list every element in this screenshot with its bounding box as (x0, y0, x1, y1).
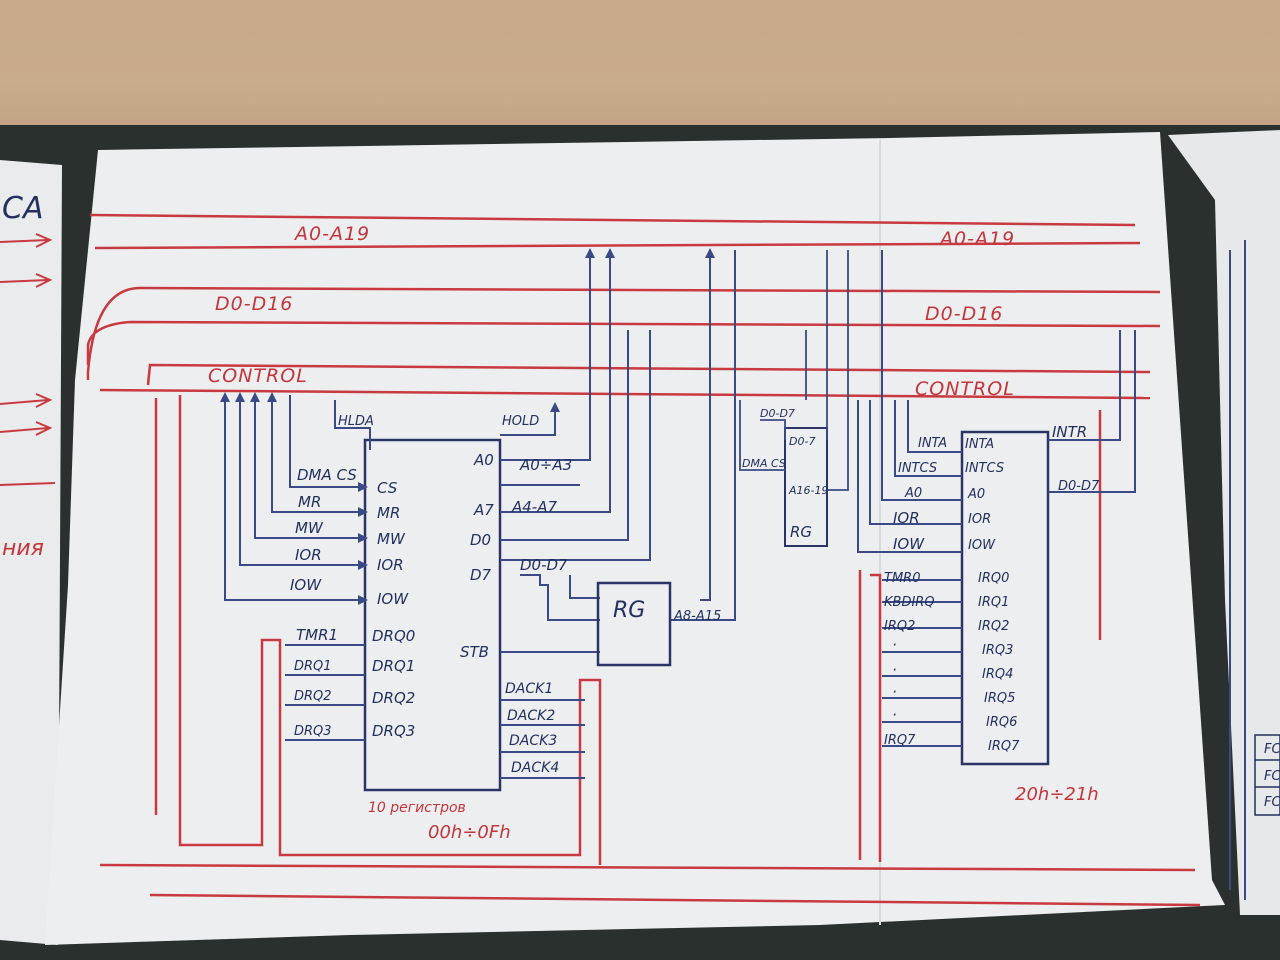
left-control-bus-label: CONTROL (208, 365, 308, 387)
drq3-pin-label: DRQ3 (372, 722, 415, 740)
tmr0-ext-label: TMR0 (884, 571, 920, 586)
irq6-pin-label: IRQ6 (986, 715, 1017, 730)
irq1-pin-label: IRQ1 (978, 595, 1009, 610)
a0-pin-label: A0 (473, 451, 494, 469)
main-paper-sheet (45, 132, 1225, 945)
right-address-bus-label: A0-A19 (938, 228, 1015, 250)
right-data-bus-label: D0-D16 (925, 303, 1003, 325)
rg-latch-output-label: A8-A15 (673, 609, 721, 624)
d0-d7-bus-label: D0-D7 (520, 556, 568, 574)
kbdirq-ext-label: KBDIRQ (884, 595, 935, 610)
irq3-pin-label: IRQ3 (982, 643, 1013, 658)
d7-pin-label: D7 (470, 566, 492, 584)
intr-label: INTR (1052, 423, 1087, 441)
rg-small-a-pin-label: A16-19 (788, 484, 829, 497)
rg-latch-body (596, 581, 672, 667)
rg-small-cs-label: DMA CS (742, 457, 786, 470)
rg-latch-label: RG (613, 598, 645, 623)
irq4-ext-label: · (892, 661, 897, 679)
drq0-pin-label: DRQ0 (372, 627, 415, 645)
iow-pic-ext-label: IOW (893, 535, 925, 553)
irq5-ext-label: · (892, 683, 897, 701)
rg-small-label: RG (790, 523, 812, 541)
ior-ext-label: IOR (295, 546, 322, 564)
drq2-ext-label: DRQ2 (294, 689, 332, 704)
dack3-label: DACK3 (509, 733, 557, 749)
ior-pin-label: IOR (377, 556, 404, 574)
right-edge-text-2: FC (1264, 769, 1280, 784)
dma-chip: HLDA HOLD DMA CS MR MW IOR IOW CS MR MW … (220, 248, 736, 843)
pic-chip: INTA INTCS A0 IOR IOW INTA INTCS A0 IOR … (857, 240, 1246, 900)
a7-pin-label: A7 (473, 501, 494, 519)
inta-pin-label: INTA (965, 437, 994, 452)
left-address-bus-label: A0-A19 (293, 223, 370, 245)
dma-register-note: 10 регистров (368, 800, 466, 816)
left-panel-title: CA (2, 191, 43, 226)
pic-data-label: D0-D7 (1058, 479, 1100, 494)
hlda-label: HLDA (338, 414, 374, 429)
rg-small-body (784, 427, 828, 547)
rg-small: D0-D7 DMA CS D0-7 A16-19 RG (739, 250, 849, 547)
stb-pin-label: STB (460, 643, 489, 661)
right-paper-sheet (1168, 130, 1280, 915)
left-paper-sheet (0, 160, 62, 945)
irq3-ext-label: · (892, 636, 897, 654)
drq1-ext-label: DRQ1 (294, 659, 332, 674)
irq2-ext-label: IRQ2 (884, 619, 915, 634)
pic-address-note: 20h÷21h (1015, 784, 1099, 805)
drq2-pin-label: DRQ2 (372, 689, 415, 707)
iow-pin-label: IOW (377, 590, 409, 608)
right-control-bus-label: CONTROL (915, 378, 1015, 400)
a4-a7-bus-label: A4-A7 (511, 498, 557, 516)
irq2-pin-label: IRQ2 (978, 619, 1009, 634)
cs-pin-label: CS (377, 479, 398, 497)
iow-pic-pin-label: IOW (968, 538, 996, 553)
right-edge-table: FC FC FC (1254, 734, 1280, 816)
dack4-label: DACK4 (511, 760, 559, 776)
iow-ext-label: IOW (290, 576, 322, 594)
dack1-label: DACK1 (505, 681, 553, 697)
irq7-pin-label: IRQ7 (988, 739, 1020, 754)
rg-latch: RG A8-A15 (596, 581, 721, 667)
pic-chip-body (960, 430, 1050, 766)
right-edge-text-3: FC (1264, 795, 1280, 810)
inta-ext-label: INTA (918, 436, 947, 451)
rg-small-d-pin-label: D0-7 (789, 435, 815, 448)
irq7-ext-label: IRQ7 (884, 733, 916, 748)
wall-background (0, 0, 1280, 140)
red-buses (86, 213, 1201, 907)
dack2-label: DACK2 (507, 708, 555, 724)
drq1-pin-label: DRQ1 (372, 657, 415, 675)
ior-pic-ext-label: IOR (893, 509, 920, 527)
mw-ext-label: MW (295, 519, 324, 537)
left-data-bus-label: D0-D16 (215, 293, 293, 315)
drq3-ext-label: DRQ3 (294, 724, 332, 739)
left-panel: CA ния (0, 191, 56, 561)
mr-ext-label: MR (298, 493, 321, 511)
intcs-pin-label: INTCS (965, 461, 1004, 476)
dma-chip-body (363, 438, 502, 792)
irq5-pin-label: IRQ5 (984, 691, 1015, 706)
tmr1-ext-label: TMR1 (296, 626, 338, 644)
rg-small-data-in-label: D0-D7 (760, 407, 795, 420)
intcs-ext-label: INTCS (898, 461, 937, 476)
mr-pin-label: MR (377, 504, 400, 522)
irq0-pin-label: IRQ0 (978, 571, 1009, 586)
right-edge-text-1: FC (1264, 742, 1280, 757)
hold-label: HOLD (502, 414, 539, 429)
dma-address-note: 00h÷0Fh (428, 822, 511, 843)
irq6-ext-label: · (892, 706, 897, 724)
left-panel-bottom-text: ния (2, 536, 44, 561)
irq4-pin-label: IRQ4 (982, 667, 1013, 682)
a0-pic-pin-label: A0 (967, 487, 985, 502)
a0-a3-bus-label: A0÷A3 (519, 456, 572, 474)
mw-pin-label: MW (377, 530, 406, 548)
a0-ext-label: A0 (904, 486, 922, 501)
dma-cs-ext-label: DMA CS (297, 466, 357, 484)
d0-pin-label: D0 (470, 531, 491, 549)
ior-pic-pin-label: IOR (968, 512, 991, 527)
